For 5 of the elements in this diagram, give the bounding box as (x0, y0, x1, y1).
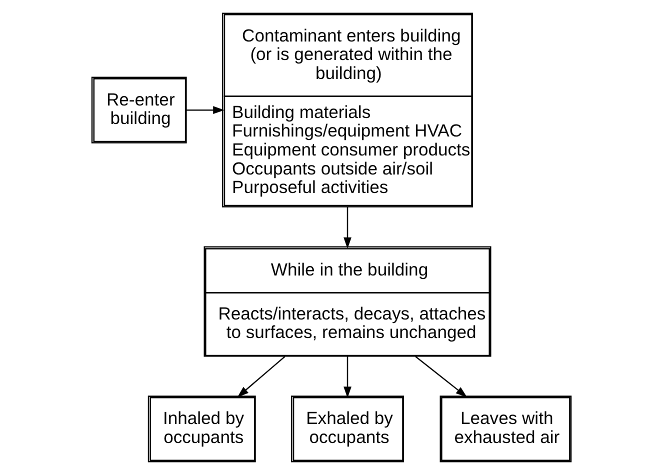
arrow (414, 356, 467, 398)
arrow (343, 356, 351, 398)
arrow (186, 106, 224, 114)
arrow (236, 356, 285, 398)
arrow (343, 206, 351, 249)
